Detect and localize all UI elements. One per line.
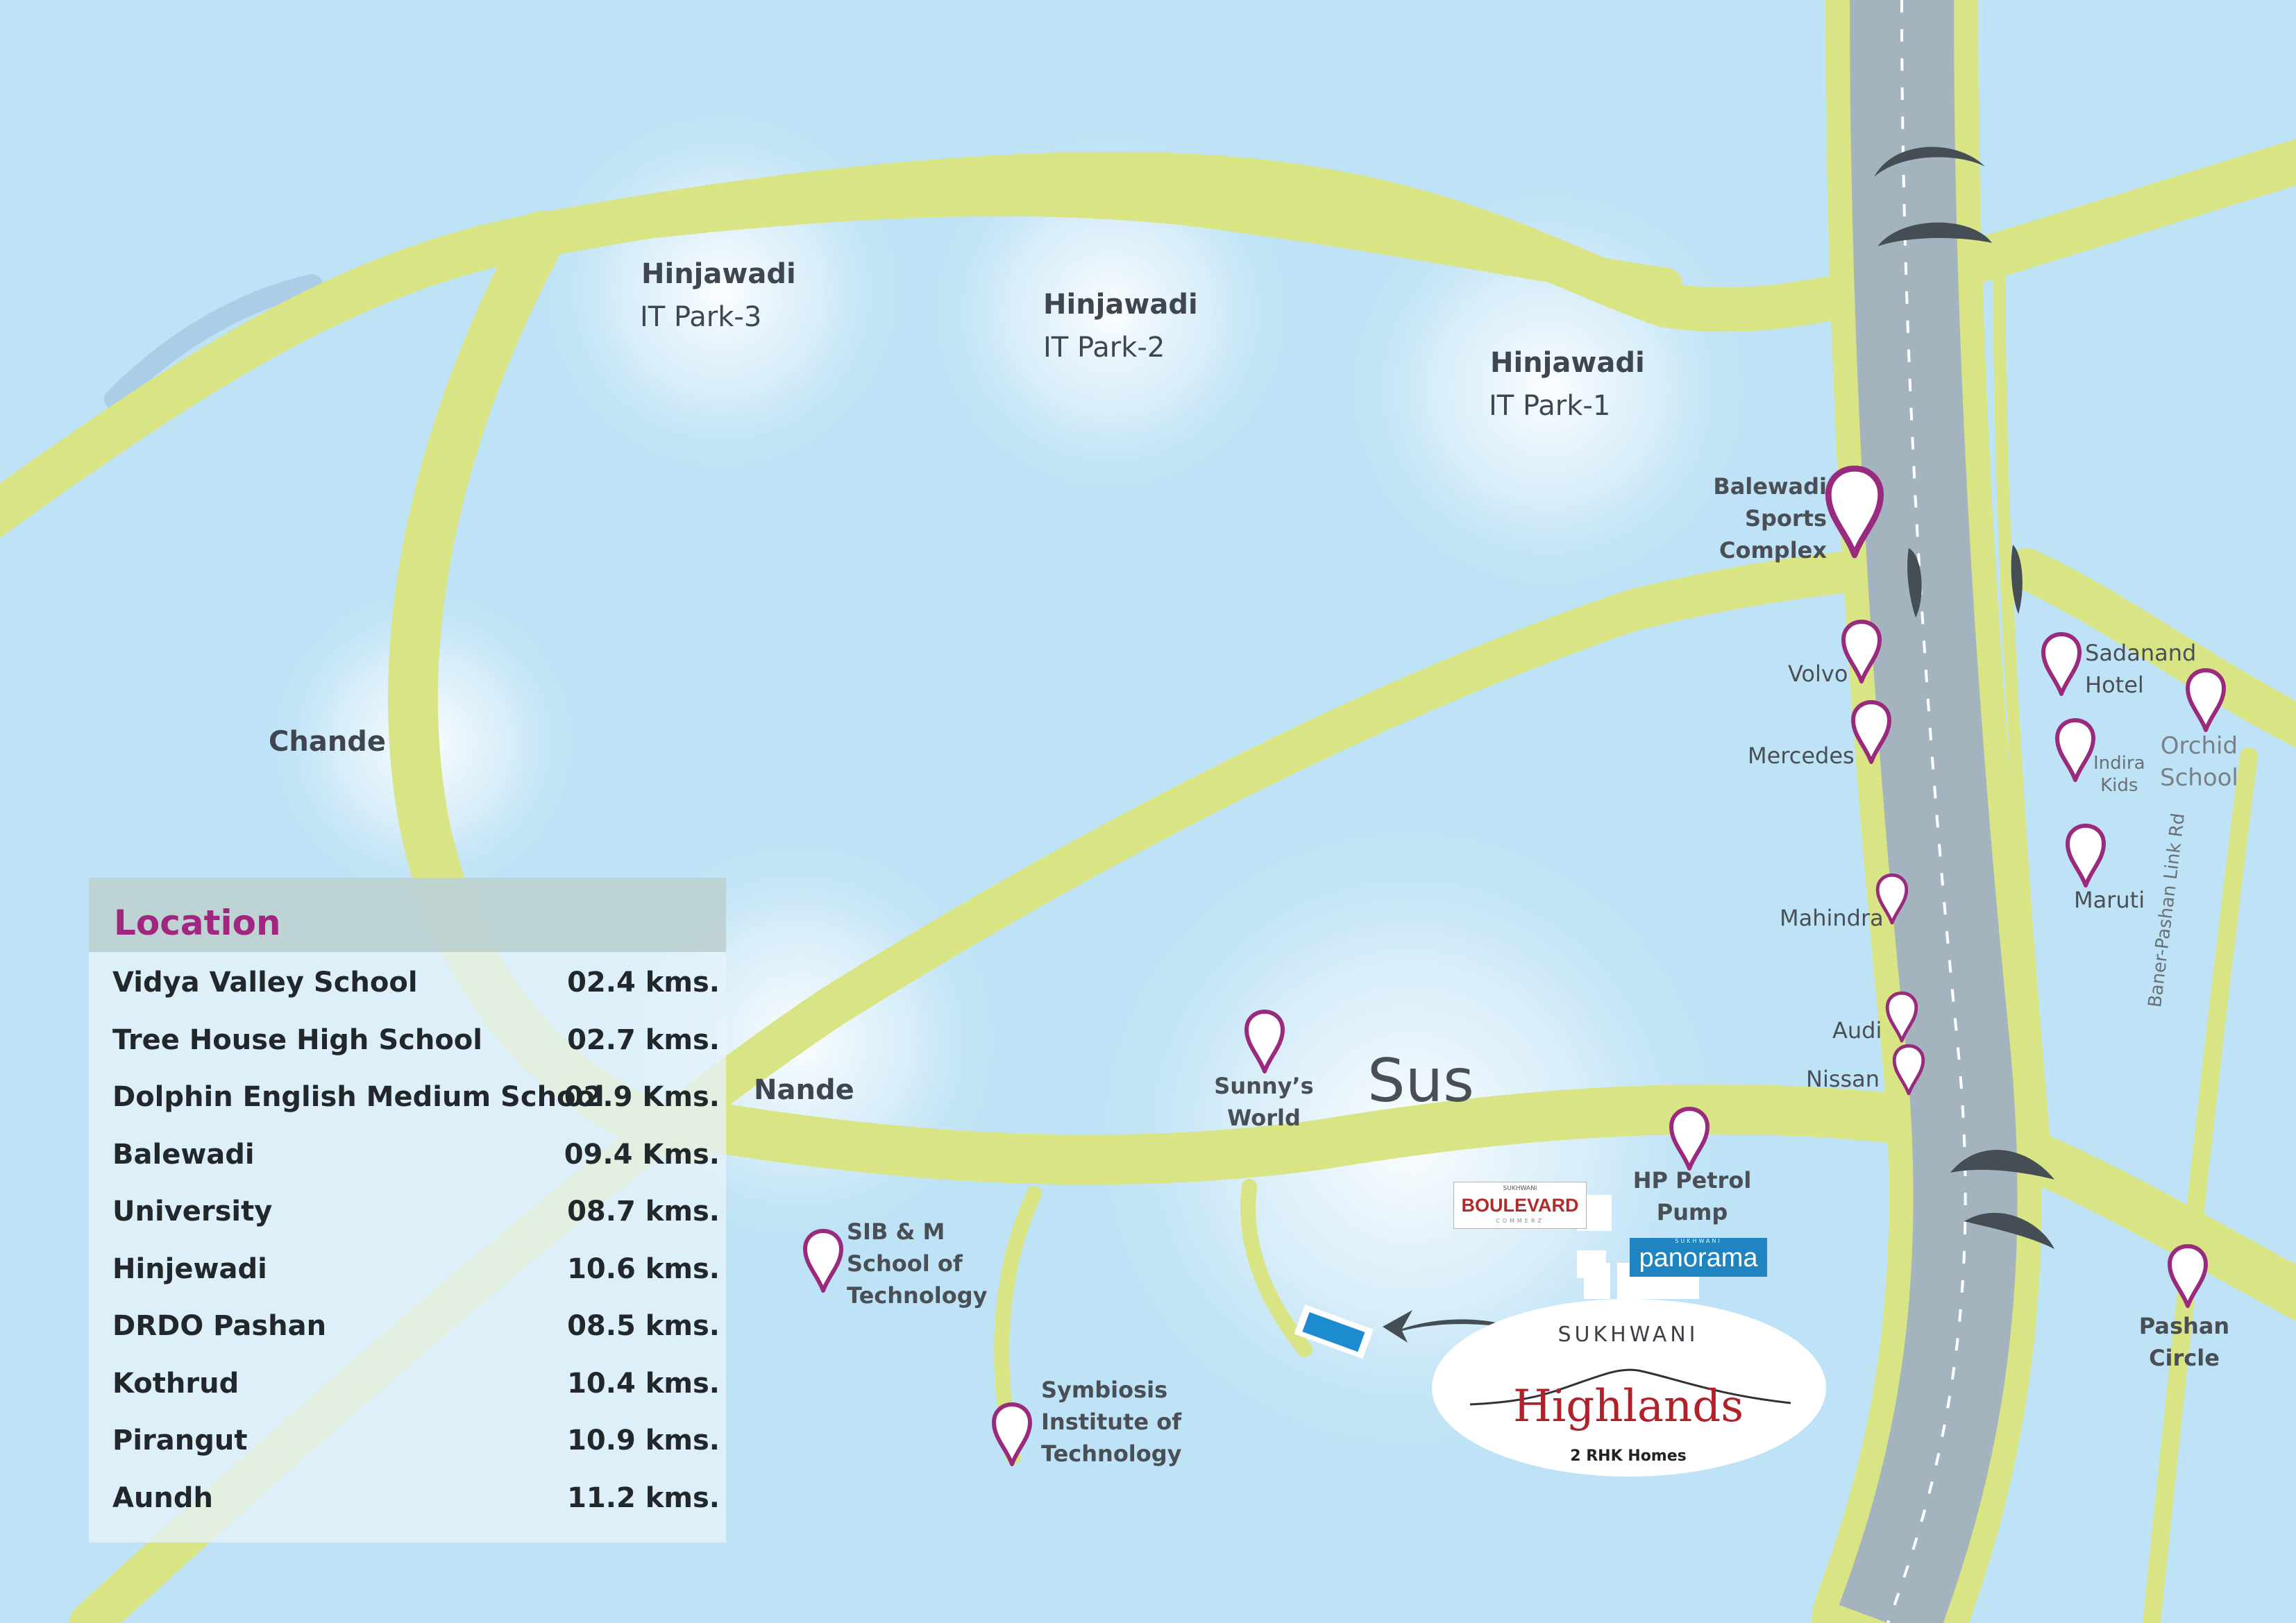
mountain-line (1469, 1368, 1791, 1406)
project-building-icon (1294, 1305, 1374, 1359)
location-legend: Location Vidya Valley School 02.4 kms. Tre… (89, 878, 726, 1543)
legend-place: Hinjewadi (112, 1252, 267, 1285)
boulevard-logo: SUKHWANI BOULEVARD COMMERZ (1453, 1182, 1587, 1229)
poi-label-mahindra: Mahindra (1780, 905, 1884, 931)
legend-title: Location (114, 903, 281, 943)
legend-distance: 09.4 Kms. (564, 1138, 720, 1171)
highlands-top: SUKHWANI (1558, 1323, 1699, 1347)
location-pin-icon (1851, 700, 1891, 764)
location-pin-icon (1875, 873, 1909, 925)
area-name-sus: Sus (1367, 1046, 1474, 1116)
legend-distance: 02.7 kms. (567, 1023, 720, 1056)
legend-distance: 02.9 Kms. (564, 1081, 720, 1113)
legend-distance: 10.6 kms. (567, 1252, 720, 1285)
legend-distance: 10.9 kms. (567, 1425, 720, 1456)
location-pin-icon (1825, 465, 1884, 559)
legend-header: Location (89, 878, 726, 952)
road-east-branch (2006, 548, 2296, 748)
legend-place: Kothrud (112, 1367, 239, 1400)
legend-row: University 08.7 kms. (112, 1186, 720, 1243)
legend-place: Dolphin English Medium School (112, 1081, 605, 1113)
legend-place: Balewadi (112, 1138, 255, 1171)
panorama-logo: SUKHWANI panorama (1630, 1238, 1767, 1277)
overpasses (1874, 146, 2054, 1249)
location-pin-icon (1892, 1044, 1925, 1096)
legend-distance: 08.7 kms. (567, 1196, 720, 1227)
legend-row: DRDO Pashan 08.5 kms. (112, 1300, 720, 1357)
panorama-top: SUKHWANI (1675, 1238, 1722, 1244)
poi-label-audi: Audi (1832, 1017, 1882, 1044)
legend-row: Vidya Valley School 02.4 kms. (112, 957, 720, 1014)
legend-distance: 11.2 kms. (567, 1481, 720, 1514)
legend-place: DRDO Pashan (112, 1310, 327, 1342)
road-sus-main (669, 1084, 2296, 1321)
road-service-right (1993, 244, 2054, 1186)
legend-place: Aundh (112, 1481, 214, 1514)
legend-place: Tree House High School (112, 1023, 482, 1056)
legend-distance: 08.5 kms. (567, 1310, 720, 1342)
location-pin-icon (992, 1402, 1032, 1466)
legend-distance: 02.4 kms. (567, 967, 720, 999)
legend-row: Hinjewadi 10.6 kms. (112, 1243, 720, 1300)
legend-distance: 10.4 kms. (567, 1367, 720, 1400)
location-pin-icon (803, 1229, 843, 1293)
location-pin-icon (2168, 1244, 2208, 1308)
water-strip (104, 274, 323, 409)
road-top-arc (0, 139, 2296, 538)
highlands-name: Highlands (1512, 1381, 1744, 1432)
panorama-name: panorama (1639, 1243, 1758, 1273)
legend-row: Tree House High School 02.7 kms. (112, 1014, 720, 1071)
highlands-sub: 2 RHK Homes (1570, 1447, 1687, 1465)
poi-label-nissan: Nissan (1806, 1066, 1880, 1092)
legend-place: Pirangut (112, 1425, 248, 1456)
area-sub-itpark1: IT Park-1 (1489, 390, 1611, 422)
legend-row: Balewadi 09.4 Kms. (112, 1129, 720, 1186)
legend-place: University (112, 1196, 273, 1227)
boulevard-sub: COMMERZ (1496, 1218, 1544, 1224)
boulevard-name: BOULEVARD (1461, 1195, 1579, 1216)
legend-row: Kothrud 10.4 kms. (112, 1358, 720, 1415)
pins-layer (803, 465, 2226, 1466)
highlands-badge-bg (1432, 1299, 1826, 1477)
highway (1839, 0, 2018, 1623)
highlands-badge: SUKHWANI Highlands 2 RHK Homes (1431, 1299, 1825, 1477)
area-name-itpark2: Hinjawadi (1043, 289, 1198, 321)
poi-label-maruti: Maruti (2074, 887, 2145, 913)
area-sub-itpark3: IT Park-3 (640, 301, 762, 333)
location-pin-icon (2066, 824, 2106, 887)
boulevard-top: SUKHWANI (1503, 1185, 1537, 1192)
area-name-nande: Nande (754, 1074, 854, 1106)
poi-label-mercedes: Mercedes (1748, 742, 1855, 769)
road-top-loop (539, 182, 1682, 301)
area-name-itpark1: Hinjawadi (1490, 347, 1645, 379)
legend-row: Pirangut 10.9 kms. (112, 1415, 720, 1472)
road-baner-pashan (2143, 747, 2258, 1623)
legend-place: Vidya Valley School (112, 967, 418, 999)
poi-label-volvo: Volvo (1788, 661, 1848, 687)
location-pin-icon (1669, 1107, 1710, 1171)
area-name-chande: Chande (269, 726, 387, 758)
location-pin-icon (1885, 991, 1918, 1043)
location-pin-icon (1244, 1010, 1285, 1073)
location-pin-icon (2041, 632, 2082, 696)
location-pin-icon (2055, 718, 2095, 782)
area-name-itpark3: Hinjawadi (641, 258, 796, 290)
legend-row: Aundh 11.2 kms. (112, 1472, 720, 1529)
location-pin-icon (2186, 668, 2226, 732)
location-pin-icon (1841, 620, 1882, 683)
road-highlands-branch (1240, 1179, 1312, 1357)
area-sub-itpark2: IT Park-2 (1043, 332, 1165, 364)
